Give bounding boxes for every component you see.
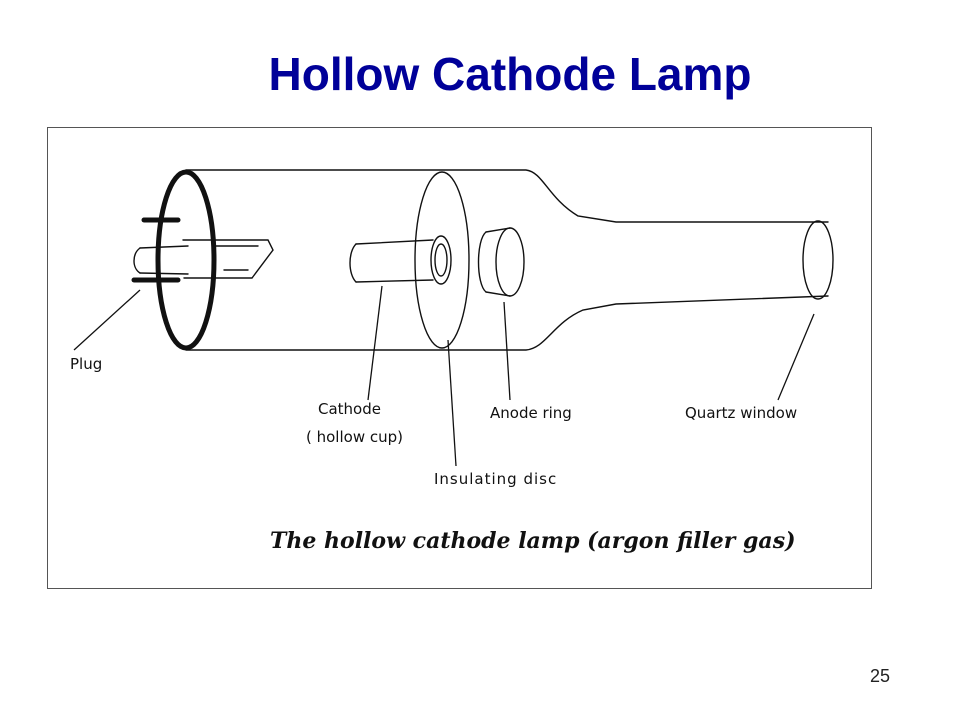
anode-ring-label: Anode ring	[490, 404, 572, 422]
cathode-cup-shape	[355, 239, 434, 283]
plug-base-shape	[155, 169, 217, 351]
insulating-disc-shape	[414, 171, 470, 349]
anode-ring-back	[477, 231, 487, 293]
anode-ring-leader	[503, 301, 511, 401]
hollow-cathode-lamp-diagram: Plug Cathode ( hollow cup) Anode ring Qu…	[70, 169, 834, 554]
support-wire	[182, 239, 274, 279]
tube-bottom-edge	[185, 295, 829, 351]
anode-ring-front	[495, 227, 525, 297]
anode-ring-shape	[485, 227, 511, 297]
quartz-window-label: Quartz window	[685, 404, 797, 422]
page-number: 25	[869, 666, 890, 686]
plug-label: Plug	[70, 355, 102, 373]
cathode-cup-end	[349, 243, 357, 283]
plug-leader	[73, 289, 141, 351]
diagram-frame: Plug Cathode ( hollow cup) Anode ring Qu…	[47, 127, 872, 589]
cathode-label: Cathode	[318, 400, 381, 418]
plug-pin-end	[133, 247, 141, 274]
cathode-leader	[367, 285, 383, 401]
quartz-window-shape	[802, 220, 834, 300]
disc-hole-outer	[430, 235, 452, 285]
hollow-cup-label: ( hollow cup)	[306, 428, 403, 446]
disc-hole-inner	[434, 243, 448, 277]
insulating-disc-label: Insulating disc	[434, 470, 557, 488]
diagram-caption: The hollow cathode lamp (argon filler ga…	[270, 528, 796, 554]
support-wire-2	[215, 245, 259, 271]
slide-title: Hollow Cathode Lamp	[268, 48, 752, 100]
tube-top-edge	[185, 169, 829, 223]
insulating-disc-leader	[447, 339, 457, 467]
plug-pin	[139, 245, 189, 275]
quartz-window-leader	[777, 313, 815, 401]
